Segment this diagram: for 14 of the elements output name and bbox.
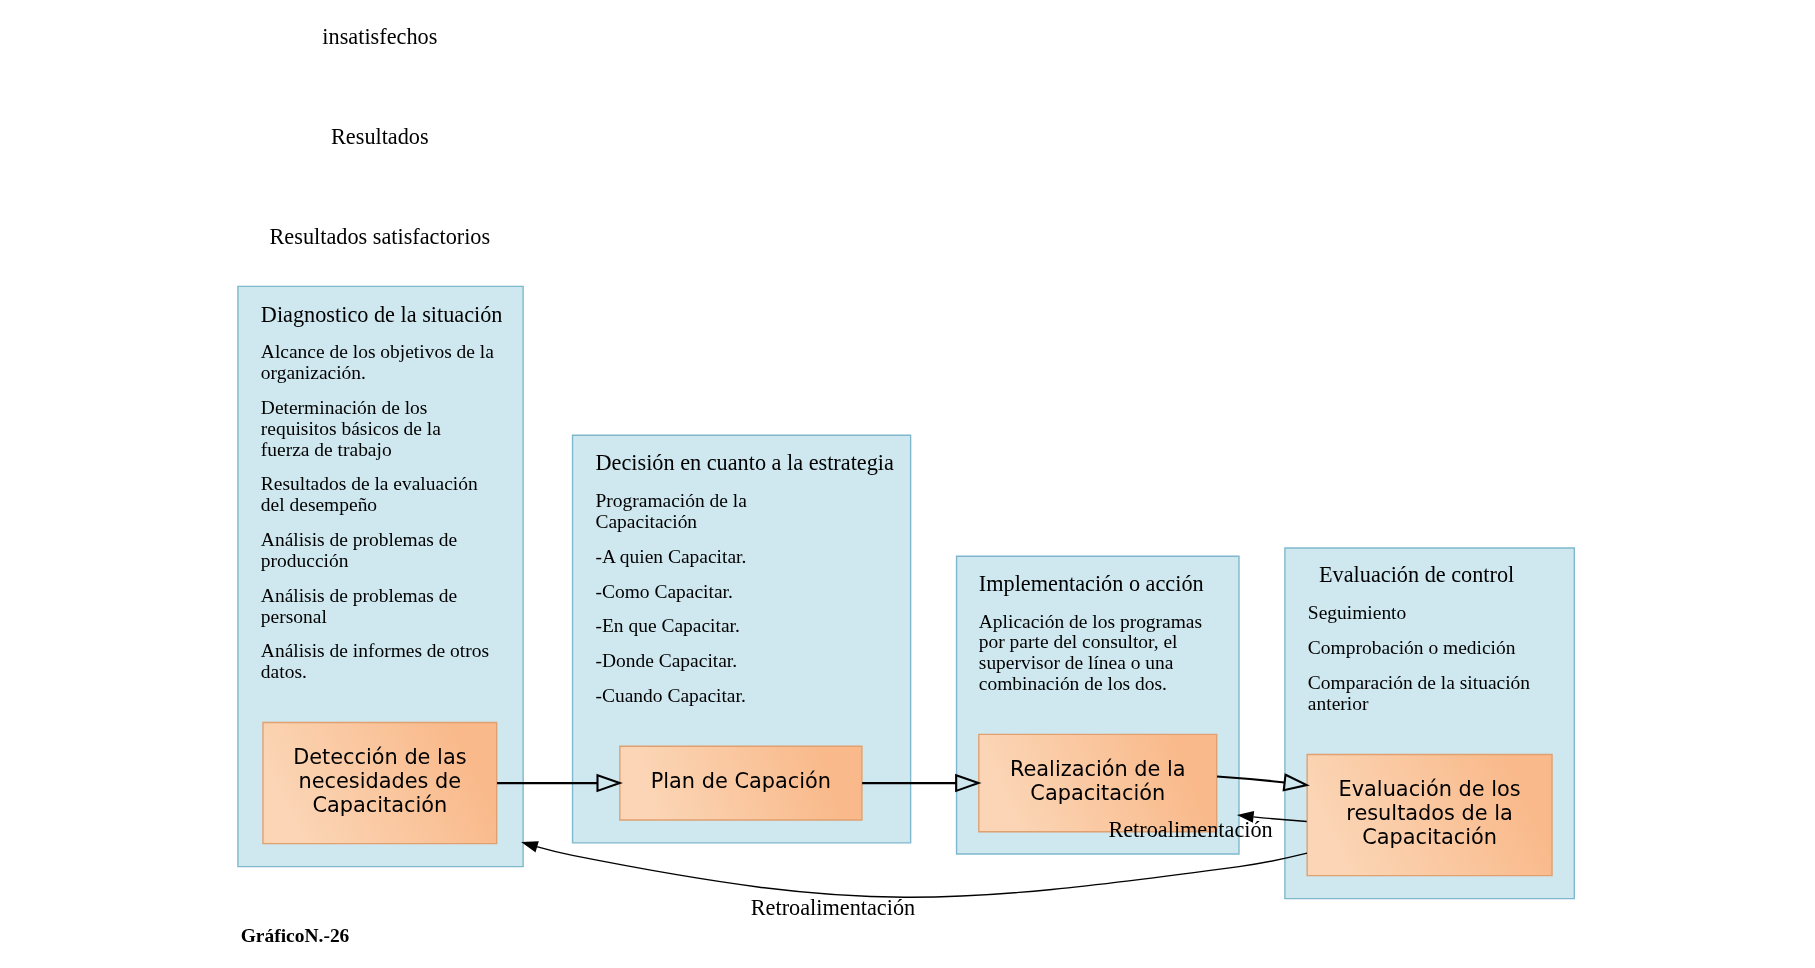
edge-label: Retroalimentación (1108, 816, 1273, 842)
node-box: Detección de las necesidades de Capacitación (262, 721, 498, 845)
arrow (1216, 773, 1310, 792)
label: Resultados (331, 124, 429, 150)
node-box: Evaluación de los resultados de la Capacitación (1306, 753, 1553, 877)
arrow (497, 773, 623, 793)
arrow (521, 841, 1308, 898)
arrow (862, 773, 982, 793)
caption: GráficoN.-26 (240, 925, 350, 947)
label: insatisfechos (322, 24, 438, 50)
edge-label: Retroalimentación (750, 895, 916, 921)
label: Resultados satisfactorios (269, 224, 491, 250)
node-box: Plan de Capación (619, 745, 863, 821)
arrow (1236, 811, 1308, 823)
